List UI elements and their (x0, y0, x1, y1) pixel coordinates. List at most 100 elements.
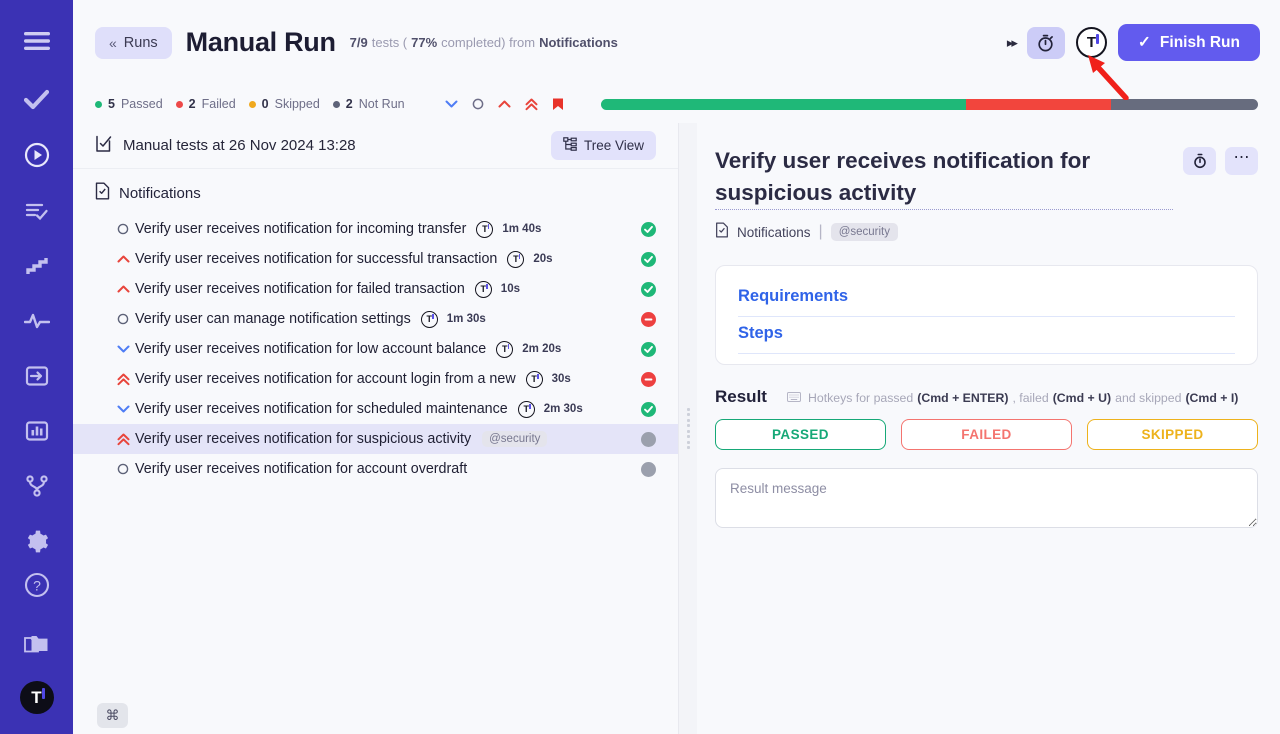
test-duration: 1m 40s (502, 223, 541, 235)
import-icon[interactable] (15, 354, 59, 397)
timer-badge-icon[interactable]: T (496, 341, 513, 358)
filter-priority-medium[interactable] (472, 98, 484, 110)
clipboard-check-icon (95, 134, 113, 158)
back-label: Runs (124, 35, 158, 51)
avatar-letter: T (31, 688, 41, 708)
test-list-item[interactable]: Verify user receives notification for in… (73, 214, 678, 244)
timer-badge-accent (1096, 34, 1099, 44)
timer-badge-icon[interactable]: T (526, 371, 543, 388)
command-key-badge[interactable]: ⌘ (97, 703, 128, 728)
timer-badge-icon[interactable]: T (507, 251, 524, 268)
timer-badge-icon[interactable]: T (476, 221, 493, 238)
filter-priority-low[interactable] (445, 99, 458, 109)
steps-icon[interactable] (15, 244, 59, 287)
pane-resize-handle[interactable] (679, 123, 697, 734)
stopwatch-icon[interactable] (1183, 147, 1216, 175)
file-check-icon (715, 222, 729, 243)
help-icon[interactable]: ? (15, 563, 59, 606)
result-hotkeys-hint: Hotkeys for passed (Cmd + ENTER) , faile… (787, 391, 1238, 405)
tree-view-button[interactable]: Tree View (551, 131, 656, 160)
test-list-item[interactable]: Verify user receives notification for fa… (73, 274, 678, 304)
menu-icon[interactable] (15, 20, 59, 63)
finish-run-label: Finish Run (1160, 34, 1240, 52)
back-chevron-icon: « (109, 35, 117, 51)
integrations-branch-icon[interactable] (15, 464, 59, 507)
keyboard-icon (787, 391, 801, 405)
status-badge-notrun (641, 462, 656, 477)
filter-priority-blocker[interactable] (552, 97, 564, 111)
timer-badge-icon[interactable]: T (475, 281, 492, 298)
test-name: Verify user receives notification for ac… (135, 371, 516, 387)
mark-skipped-button[interactable]: SKIPPED (1087, 419, 1258, 450)
test-list-item[interactable]: Verify user receives notification for su… (73, 244, 678, 274)
runs-play-icon[interactable] (15, 134, 59, 177)
test-group-header[interactable]: Notifications (73, 169, 678, 214)
filter-priority-critical[interactable] (525, 98, 538, 111)
test-list-item[interactable]: Verify user receives notification for lo… (73, 334, 678, 364)
settings-gear-icon[interactable] (15, 520, 59, 563)
reports-chart-icon[interactable] (15, 409, 59, 452)
tree-view-icon (563, 137, 577, 154)
run-source: Notifications (539, 35, 618, 50)
status-badge-failed (641, 372, 656, 387)
avatar[interactable]: T (20, 681, 54, 714)
finish-run-button[interactable]: ✓ Finish Run (1118, 24, 1260, 61)
plans-list-check-icon[interactable] (15, 189, 59, 232)
timer-badge-icon[interactable]: T (421, 311, 438, 328)
finish-check-icon: ✓ (1138, 33, 1151, 52)
filter-priority-high[interactable] (498, 99, 511, 109)
test-list-item[interactable]: Verify user receives notification for ac… (73, 454, 678, 484)
test-name: Verify user receives notification for in… (135, 221, 466, 237)
test-list-item[interactable]: Verify user receives notification for ac… (73, 364, 678, 394)
requirements-accordion[interactable]: Requirements (738, 280, 1235, 317)
back-to-runs-button[interactable]: « Runs (95, 27, 172, 59)
test-duration: 10s (501, 283, 520, 295)
test-name: Verify user receives notification for su… (135, 431, 471, 447)
steps-accordion[interactable]: Steps (738, 317, 1235, 354)
detail-title[interactable]: Verify user receives notification for su… (715, 145, 1173, 210)
not-run-dot-icon (333, 101, 340, 108)
activity-pulse-icon[interactable] (15, 299, 59, 342)
priority-low-icon (111, 344, 135, 354)
test-list-item[interactable]: Verify user receives notification for sc… (73, 394, 678, 424)
not-run-label: Not Run (359, 97, 405, 111)
stat-failed: 2 Failed (176, 97, 236, 111)
progress-not-run-segment (1111, 99, 1258, 110)
timer-badge-icon[interactable]: T (518, 401, 535, 418)
test-group-name: Notifications (119, 185, 201, 202)
mark-failed-button[interactable]: FAILED (901, 419, 1072, 450)
skipped-count: 0 (262, 97, 269, 111)
test-list-header: Manual tests at 26 Nov 2024 13:28 Tree V… (73, 123, 678, 169)
projects-folder-icon[interactable] (15, 622, 59, 665)
mark-passed-button[interactable]: PASSED (715, 419, 886, 450)
fast-forward-icon[interactable]: ▸▸ (1007, 35, 1016, 51)
test-list: Verify user receives notification for in… (73, 214, 678, 734)
priority-low-icon (111, 404, 135, 414)
result-buttons: PASSED FAILED SKIPPED (715, 419, 1258, 450)
test-list-item[interactable]: Verify user can manage notification sett… (73, 304, 678, 334)
status-badge-failed (641, 312, 656, 327)
test-name: Verify user receives notification for lo… (135, 341, 486, 357)
timer-badge-icon[interactable]: T (1076, 27, 1107, 58)
detail-meta: Notifications | @security (715, 222, 1258, 243)
test-duration: 2m 30s (544, 403, 583, 415)
hotkeys-mid: , failed (1012, 391, 1048, 405)
test-name: Verify user can manage notification sett… (135, 311, 411, 327)
detail-sections-card: Requirements Steps (715, 265, 1258, 365)
passed-label: Passed (121, 97, 163, 111)
hotkeys-prefix: Hotkeys for passed (808, 391, 913, 405)
status-badge-passed (641, 252, 656, 267)
page-header: « Runs Manual Run 7/9 tests ( 77% comple… (73, 0, 1280, 85)
avatar-accent-bar (42, 688, 45, 699)
test-list-item[interactable]: Verify user receives notification for su… (73, 424, 678, 454)
stopwatch-icon[interactable] (1027, 27, 1065, 59)
result-message-input[interactable] (715, 468, 1258, 528)
run-progress-summary: 7/9 tests ( 77% completed) from Notifica… (350, 35, 618, 50)
left-nav-rail: ? T (0, 0, 73, 734)
more-options-icon[interactable]: ⋯ (1225, 147, 1258, 175)
test-list-title: Manual tests at 26 Nov 2024 13:28 (123, 137, 356, 154)
passed-count: 5 (108, 97, 115, 111)
test-name: Verify user receives notification for sc… (135, 401, 508, 417)
tests-check-icon[interactable] (15, 79, 59, 122)
